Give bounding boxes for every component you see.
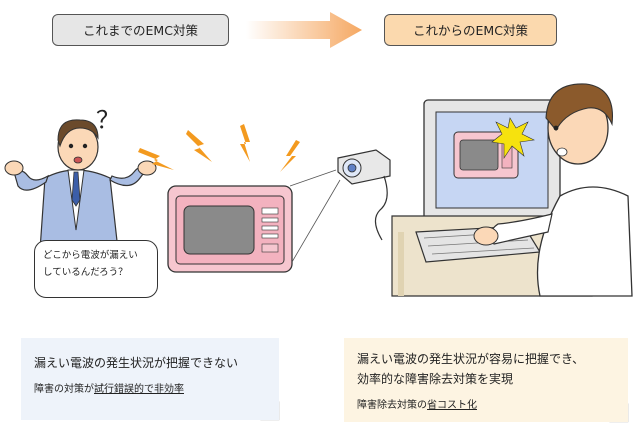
note-after-line-1: 漏えい電波の発生状況が容易に把握でき、 [357, 352, 585, 366]
speech-line-2: しているんだろう？ [43, 267, 128, 278]
note-after-line-3-emphasis: 省コスト化 [427, 400, 477, 411]
note-before: 漏えい電波の発生状況が把握できない 障害の対策が試行錯誤的で非効率 [21, 338, 279, 420]
engineer-figure [473, 83, 633, 297]
speech-bubble: どこから電波が漏えい しているんだろう？ [34, 240, 158, 298]
lightning-bolts [138, 124, 300, 172]
computer-monitor [423, 99, 561, 221]
camera-device [337, 149, 391, 241]
note-before-line-2-prefix: 障害の対策が [34, 384, 94, 395]
question-mark: ？ [96, 106, 120, 134]
microwave-oven [167, 185, 293, 273]
speech-line-1: どこから電波が漏えい [43, 250, 138, 261]
note-after-line-3-prefix: 障害除去対策の [357, 400, 427, 411]
after-emc-label: これからのEMC対策 [384, 14, 557, 46]
note-after-line-2: 効率的な障害除去対策を実現 [357, 372, 514, 386]
note-before-line-1: 漏えい電波の発生状況が把握できない [34, 356, 239, 370]
note-before-line-2: 障害の対策が試行錯誤的で非効率 [34, 380, 184, 395]
note-before-line-2-emphasis: 試行錯誤的で非効率 [94, 384, 184, 395]
before-emc-label: これまでのEMC対策 [52, 14, 229, 46]
note-after-line-3: 障害除去対策の省コスト化 [357, 396, 477, 411]
transition-arrow [246, 12, 362, 48]
confused-man-figure [4, 119, 157, 251]
note-after: 漏えい電波の発生状況が容易に把握でき、 効率的な障害除去対策を実現 障害除去対策… [344, 338, 628, 422]
